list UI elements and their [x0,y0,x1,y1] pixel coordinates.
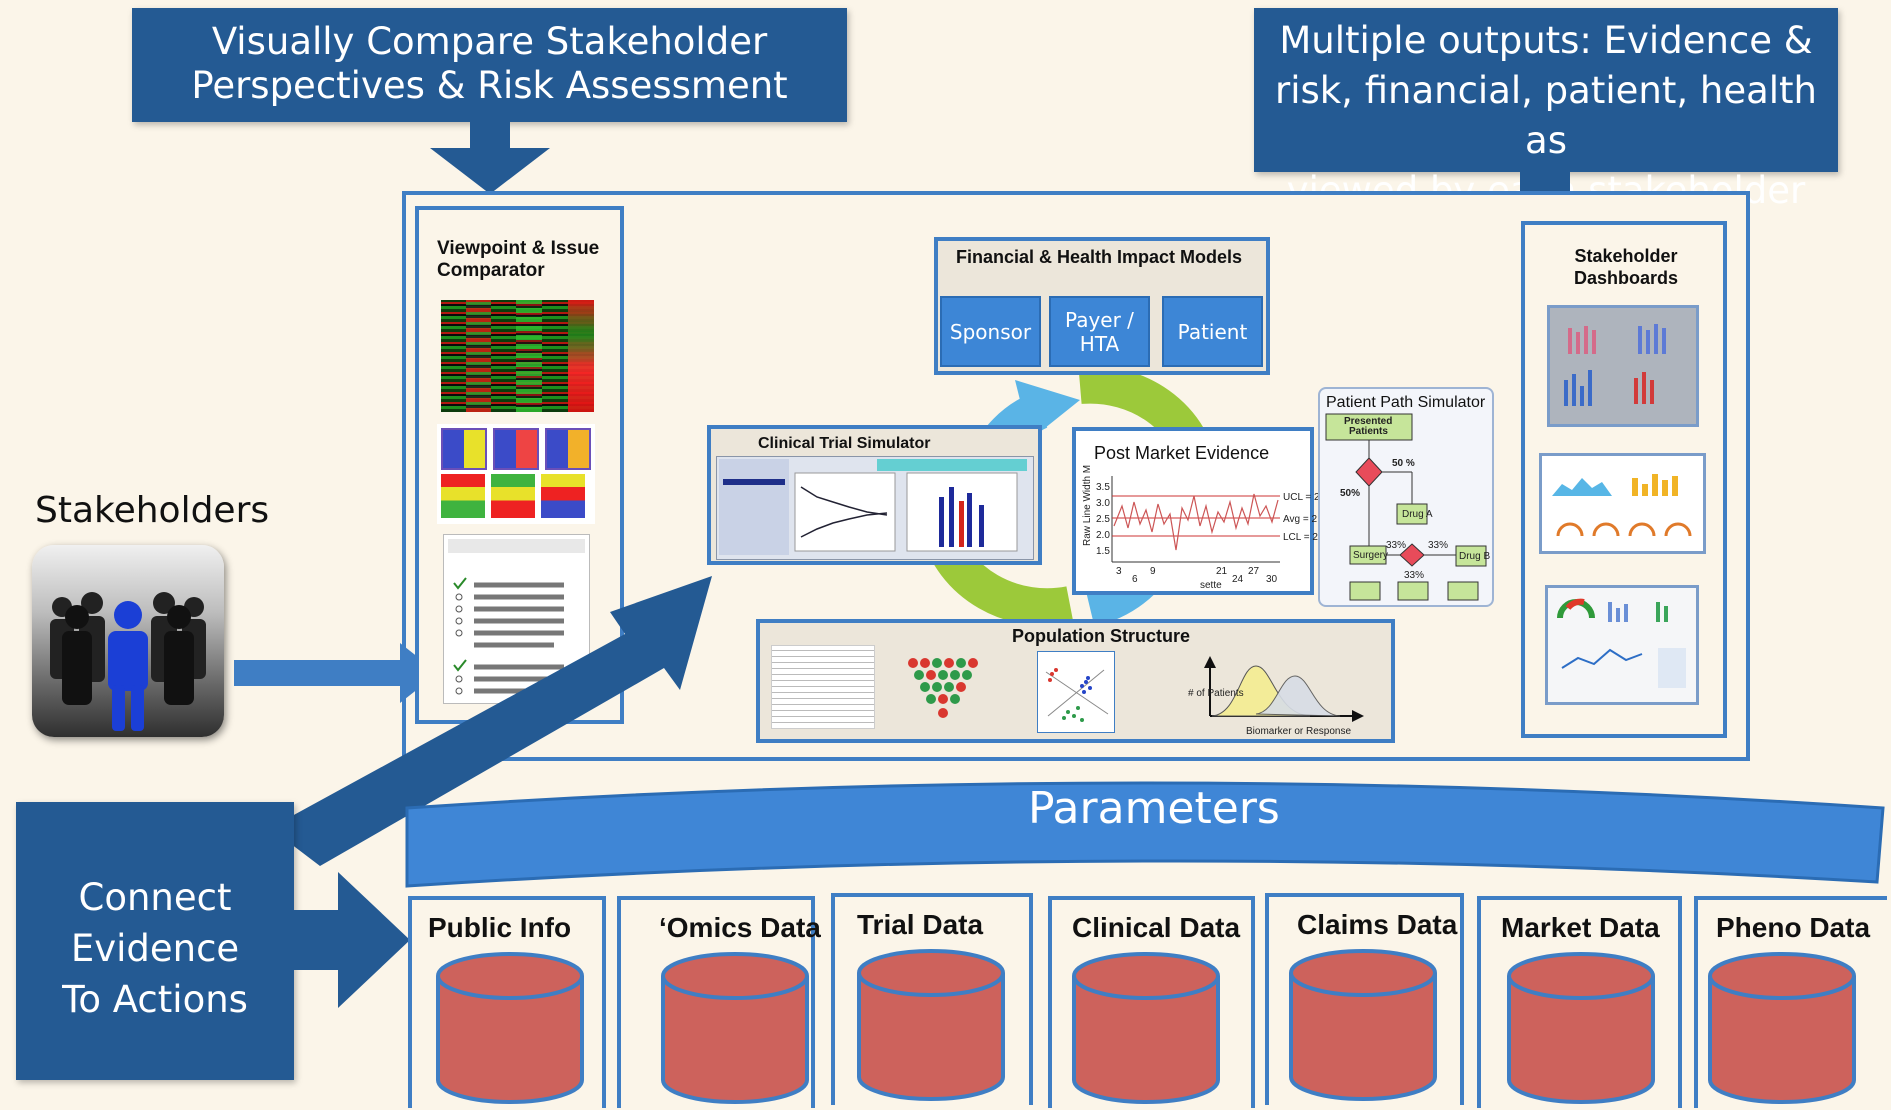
xtick: 24 [1232,574,1244,585]
population-distribution-chart: # of Patients Biomarker or Response [1188,656,1364,737]
post-market-ylabel: Raw Line Width M [1082,465,1093,546]
connect-evidence-callout: Connect Evidence To Actions [16,802,294,1080]
data-source-trial-data[interactable]: Trial Data [831,893,1033,1105]
database-icon [857,949,1005,1101]
patient-label: Patient [1177,319,1248,344]
data-source-clinical-data[interactable]: Clinical Data [1048,896,1255,1108]
post-market-evidence-panel [1072,427,1314,595]
compare-perspectives-callout: Visually Compare Stakeholder Perspective… [132,8,847,122]
xtick: 6 [1132,574,1138,585]
xtick: 27 [1248,566,1260,577]
data-source-label: Claims Data [1297,909,1458,940]
database-icon [436,952,584,1104]
payer-hta-label: Payer / HTA [1065,307,1134,356]
data-source-pheno-data[interactable]: Pheno Data [1694,896,1887,1108]
xtick: 21 [1216,566,1228,577]
post-market-evidence-title: Post Market Evidence [1094,443,1270,463]
population-xlabel: Biomarker or Response [1246,726,1351,737]
data-source-omics-data[interactable]: ‘Omics Data [617,896,821,1108]
data-source-label: Public Info [428,912,572,943]
lcl-label: LCL = 2 [1283,532,1318,543]
database-icon [1072,952,1220,1104]
ytick: 1.5 [1096,546,1110,557]
svg-text:Presented: Presented [1344,416,1392,427]
callout-line: Connect [78,876,232,919]
right-arrow-icon [292,872,410,1008]
surgery-node: Surgery [1353,550,1388,561]
xtick: 9 [1150,566,1156,577]
dashboard-thumbnail-3 [1545,585,1699,705]
parameters-band [405,781,1885,888]
population-structure-title: Population Structure [1012,626,1191,646]
dashboard-thumbnail-1 [1547,305,1699,427]
callout-line: risk, financial, patient, health as [1274,69,1817,162]
data-source-claims-data[interactable]: Claims Data [1265,893,1464,1105]
database-icon [1289,949,1437,1101]
path-percent: 33% [1428,540,1448,551]
path-percent: 50 % [1392,458,1415,469]
path-percent: 50% [1340,488,1360,499]
sponsor-label: Sponsor [949,319,1032,344]
patient-path-simulator-title: Patient Path Simulator [1326,394,1486,411]
population-ylabel: # of Patients [1188,688,1244,699]
ytick: 2.0 [1096,530,1110,541]
data-source-label: Market Data [1501,912,1660,943]
ytick: 3.5 [1096,482,1110,493]
data-source-label: Trial Data [857,909,984,940]
down-arrow-icon [430,120,550,194]
drug-a-node: Drug A [1402,509,1433,520]
stakeholders-icon [32,545,224,737]
data-source-market-data[interactable]: Market Data [1477,896,1682,1108]
payer-hta-button[interactable]: Payer / HTA [1049,296,1150,367]
database-icon [661,952,809,1104]
post-market-xlabel: sette [1200,580,1222,591]
avg-label: Avg = 2 [1283,514,1317,525]
ytick: 3.0 [1096,498,1110,509]
callout-line: Evidence [70,927,240,970]
post-market-yticks: 3.5 3.0 2.5 2.0 1.5 [1096,482,1110,557]
drug-b-node: Drug B [1459,551,1490,562]
patient-path-flowchart: Presented Patients Drug A Surgery Drug B… [1325,413,1490,601]
stakeholder-dashboards-title: Stakeholder Dashboards [1573,246,1679,288]
database-icon [1507,952,1655,1104]
population-table-thumbnail [771,645,875,729]
callout-line: Multiple outputs: Evidence & [1279,19,1813,62]
database-icon [1708,952,1856,1104]
dashboard-thumbnail-2 [1539,453,1706,554]
callout-line: Perspectives & Risk Assessment [191,64,788,107]
control-chart: Raw Line Width M 3.5 3.0 2.5 2.0 1.5 UCL… [1082,465,1320,591]
clinical-trial-simulator-title: Clinical Trial Simulator [758,435,931,452]
data-source-label: Clinical Data [1072,912,1241,943]
stakeholders-label: Stakeholders [35,490,270,531]
diagonal-arrow-icon [270,576,712,866]
callout-line: To Actions [62,978,248,1021]
population-dots-thumbnail [908,658,978,718]
financial-health-models-title: Financial & Health Impact Models [956,247,1243,267]
xtick: 3 [1116,566,1122,577]
sponsor-button[interactable]: Sponsor [940,296,1041,367]
ucl-label: UCL = 2 [1283,492,1320,503]
data-source-public-info[interactable]: Public Info [408,896,606,1108]
viewpoint-comparator-title: Viewpoint & Issue Comparator [437,238,600,281]
callout-line: Visually Compare Stakeholder [211,20,768,63]
path-percent: 33% [1404,570,1424,581]
multiple-outputs-callout: Multiple outputs: Evidence & risk, finan… [1254,8,1838,212]
path-percent: 33% [1386,540,1406,551]
right-arrow-icon [234,643,438,703]
data-source-label: Pheno Data [1716,912,1871,943]
xtick: 30 [1266,574,1278,585]
svg-text:Patients: Patients [1349,426,1388,437]
data-source-label: ‘Omics Data [659,912,821,943]
ytick: 2.5 [1096,514,1110,525]
trial-spreadsheet-thumbnail [716,456,1034,560]
patient-button[interactable]: Patient [1162,296,1263,367]
heatmap-thumbnail [441,300,594,412]
risk-matrix-thumbnail [437,424,595,524]
parameters-label: Parameters [1028,783,1280,834]
population-scatter-thumbnail [1037,651,1115,733]
